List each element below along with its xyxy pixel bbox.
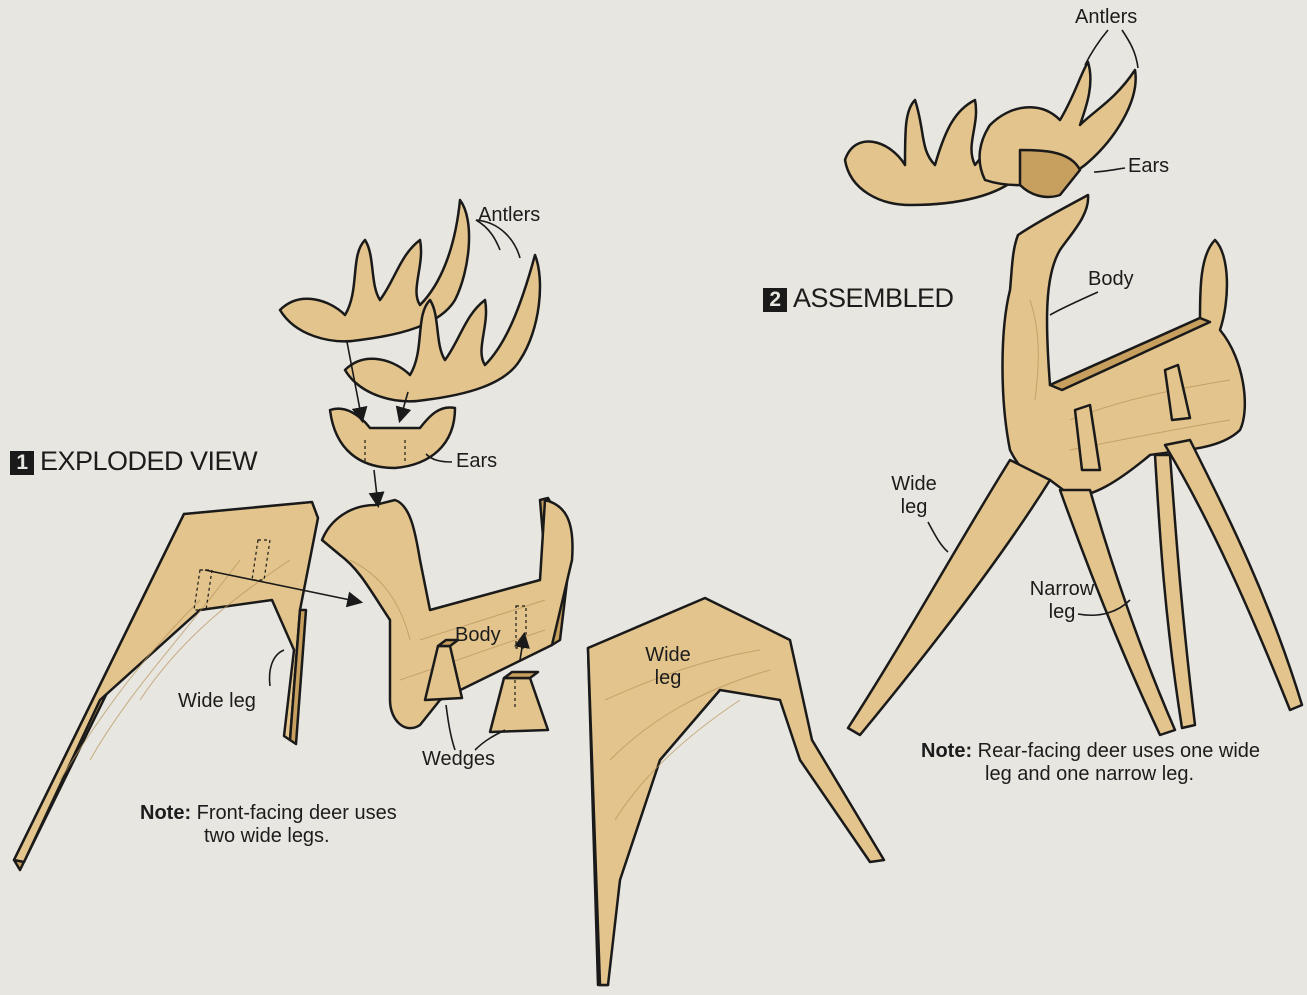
label-narrow-line2: leg [1049,601,1076,623]
label-wide-line2: leg [655,667,682,689]
label-body: Body [455,624,501,647]
view-number-badge: 2 [763,288,787,312]
label-ears: Ears [456,450,497,473]
view-number-badge: 1 [10,451,34,475]
exploded-wide-leg-center [588,598,884,985]
label-wide-line2: leg [901,496,928,518]
note-line1: Front-facing deer uses [197,802,397,824]
assembled-title: ASSEMBLED [793,283,954,313]
exploded-view-title: EXPLODED VIEW [40,446,257,476]
note-prefix: Note: [921,740,972,762]
label-wide-leg: Wide leg [178,690,256,713]
note-line2: two wide legs. [140,825,397,848]
assembled-antlers [845,62,1136,205]
label-ears-assembled: Ears [1128,155,1169,178]
label-antlers: Antlers [478,204,540,227]
assembled-body [1003,195,1245,496]
label-body-assembled: Body [1088,268,1134,291]
label-wide-line1: Wide [645,644,691,666]
label-wedges: Wedges [422,748,495,771]
note-prefix: Note: [140,802,191,824]
label-antlers-assembled: Antlers [1075,6,1137,29]
note-line2: leg and one narrow leg. [921,763,1260,786]
note-line1: Rear-facing deer uses one wide [978,740,1260,762]
label-narrow-line1: Narrow [1030,578,1094,600]
label-wide-line1: Wide [891,473,937,495]
exploded-ears [330,407,455,468]
